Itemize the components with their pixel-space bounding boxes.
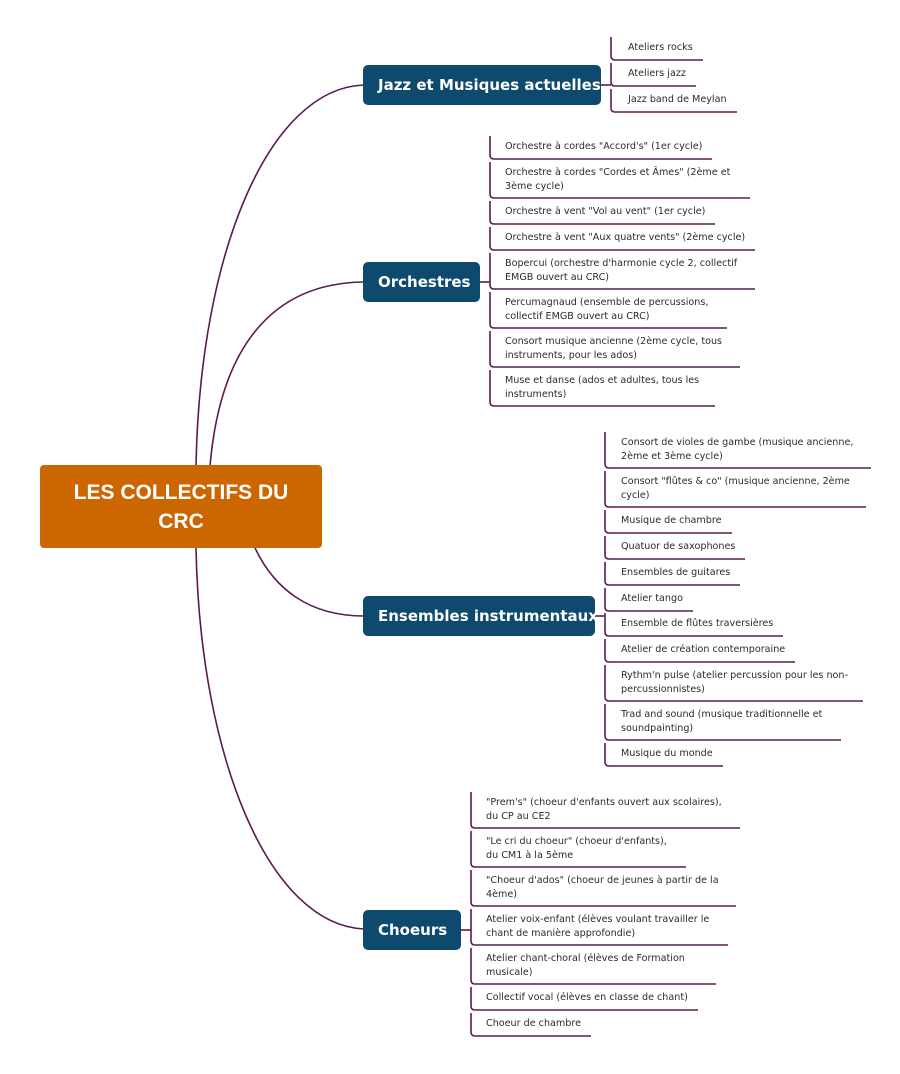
branch-node-orchestres[interactable]: Orchestres xyxy=(363,262,480,302)
leaf-item[interactable]: Ensembles de guitares xyxy=(621,567,731,578)
leaf-underline xyxy=(604,432,871,469)
leaf-item[interactable]: Orchestre à vent "Aux quatre vents" (2èm… xyxy=(505,232,746,243)
leaf-item[interactable]: Percumagnaud (ensemble de percussions, c… xyxy=(505,297,709,322)
leaf-underline xyxy=(610,37,703,61)
leaf-item[interactable]: Ensemble de flûtes traversières xyxy=(621,618,774,629)
leaf-underline xyxy=(489,331,740,368)
leaf-item[interactable]: Orchestre à cordes "Cordes et Âmes" (2èm… xyxy=(505,167,731,192)
leaf-underline xyxy=(604,471,866,508)
leaf-item[interactable]: Collectif vocal (élèves en classe de cha… xyxy=(486,992,688,1003)
leaf-item[interactable]: Musique de chambre xyxy=(621,515,722,526)
branch-node-choeurs[interactable]: Choeurs xyxy=(363,910,461,950)
leaf-item[interactable]: Consort "flûtes & co" (musique ancienne,… xyxy=(621,476,850,501)
leaf-item[interactable]: Atelier chant-choral (élèves de Formatio… xyxy=(486,953,685,978)
leaf-item[interactable]: "Le cri du choeur" (choeur d'enfants), d… xyxy=(486,836,667,861)
leaf-underline xyxy=(489,253,755,290)
leaf-underline xyxy=(604,588,693,612)
leaf-item[interactable]: "Choeur d'ados" (choeur de jeunes à part… xyxy=(486,875,719,900)
leaf-item[interactable]: Bopercui (orchestre d'harmonie cycle 2, … xyxy=(505,258,738,283)
leaf-underline xyxy=(489,227,755,251)
connector-root-orchestres xyxy=(209,281,365,467)
leaf-underline xyxy=(604,704,841,741)
root-node[interactable]: LES COLLECTIFS DU CRC xyxy=(40,465,322,548)
leaf-underline xyxy=(604,510,732,534)
leaf-underline xyxy=(610,89,737,113)
leaf-item[interactable]: Atelier de création contemporaine xyxy=(621,644,786,655)
leaf-item[interactable]: Rythm'n pulse (atelier percussion pour l… xyxy=(621,670,848,695)
leaf-underline xyxy=(470,1013,591,1037)
leaf-item[interactable]: Musique du monde xyxy=(621,748,713,759)
leaf-item[interactable]: Consort de violes de gambe (musique anci… xyxy=(621,437,854,462)
leaf-underline xyxy=(489,370,715,407)
leaf-underline xyxy=(604,613,783,637)
branch-node-ensembles[interactable]: Ensembles instrumentaux xyxy=(363,596,598,636)
leaf-underline xyxy=(604,562,740,586)
leaf-underline xyxy=(470,792,740,829)
connector-root-jazz xyxy=(195,84,365,467)
leaf-underline xyxy=(604,665,863,702)
leaf-underline xyxy=(489,162,750,199)
leaf-item[interactable]: Quatuor de saxophones xyxy=(621,541,736,552)
leaf-item[interactable]: Muse et danse (ados et adultes, tous les… xyxy=(505,375,700,400)
leaf-item[interactable]: Atelier tango xyxy=(621,593,683,604)
leaf-item[interactable]: Orchestre à vent "Vol au vent" (1er cycl… xyxy=(505,206,706,217)
branch-node-jazz[interactable]: Jazz et Musiques actuelles xyxy=(363,65,601,105)
leaf-item[interactable]: Jazz band de Meylan xyxy=(628,94,727,105)
leaf-item[interactable]: Orchestre à cordes "Accord's" (1er cycle… xyxy=(505,141,703,152)
leaf-underline xyxy=(489,292,727,329)
leaf-item[interactable]: Choeur de chambre xyxy=(486,1018,581,1029)
leaf-underline xyxy=(610,63,696,87)
leaf-item[interactable]: Consort musique ancienne (2ème cycle, to… xyxy=(505,336,723,361)
leaf-underline xyxy=(489,201,715,225)
leaf-underline xyxy=(489,136,712,160)
leaf-underline xyxy=(470,987,698,1011)
leaf-underline xyxy=(604,639,795,663)
leaf-underline xyxy=(470,948,716,985)
leaf-item[interactable]: Ateliers jazz xyxy=(628,68,686,79)
leaf-item[interactable]: Atelier voix-enfant (élèves voulant trav… xyxy=(486,914,710,939)
connector-root-choeurs xyxy=(195,547,365,930)
leaf-item[interactable]: Trad and sound (musique traditionnelle e… xyxy=(621,709,823,734)
leaf-underline xyxy=(470,870,736,907)
leaf-underline xyxy=(604,743,723,767)
leaf-underline xyxy=(470,831,686,868)
leaf-underline xyxy=(604,536,745,560)
leaf-item[interactable]: Ateliers rocks xyxy=(628,42,693,53)
leaf-item[interactable]: "Prem's" (choeur d'enfants ouvert aux sc… xyxy=(486,797,722,822)
connector-root-ensembles xyxy=(254,547,365,617)
leaf-underline xyxy=(470,909,728,946)
